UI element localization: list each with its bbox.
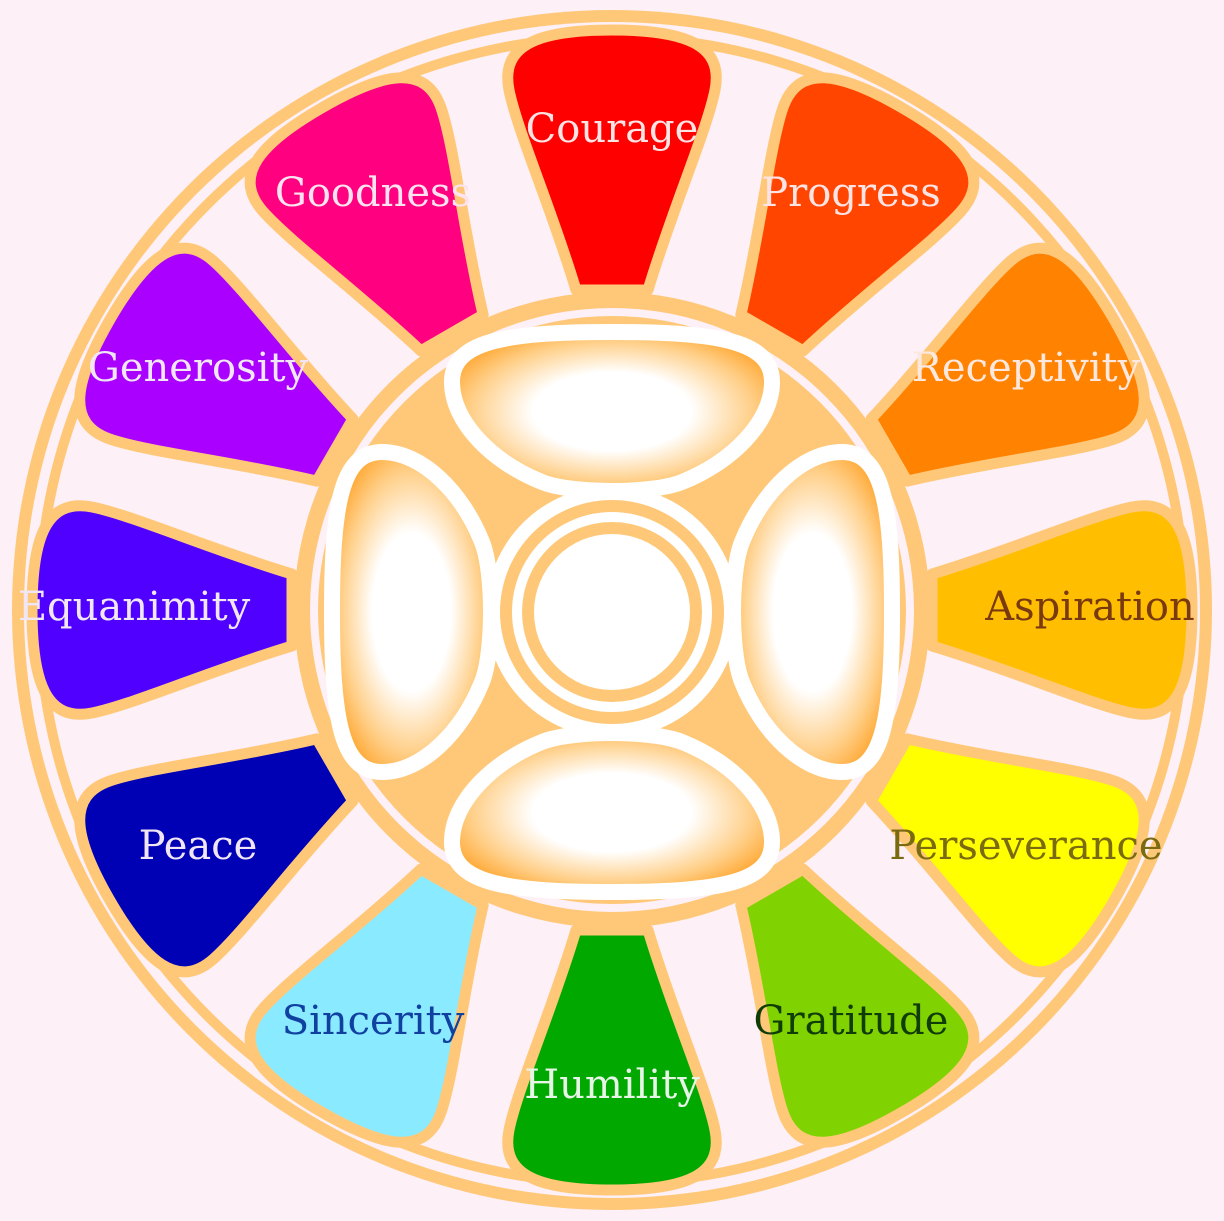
petal-label-humility: Humility [524,1062,700,1108]
petal-shape [865,242,1150,487]
petal-progress [735,72,980,357]
center-circle [534,534,690,690]
petal-label-goodness: Goodness [275,170,471,216]
petal-aspiration [926,500,1198,720]
petal-shape [244,72,489,357]
petal-shape [735,863,980,1148]
petal-goodness [244,72,489,357]
inner-petal-top [444,324,780,499]
petal-label-courage: Courage [526,106,699,152]
petal-perseverance [865,733,1150,978]
inner-petal-left [324,444,499,780]
petal-shape [26,500,298,720]
petal-courage [502,24,722,296]
petal-label-gratitude: Gratitude [754,998,949,1044]
petal-shape [502,924,722,1196]
petal-shape [74,733,359,978]
petal-receptivity [865,242,1150,487]
petal-shape [865,733,1150,978]
petal-shape [735,72,980,357]
petal-label-progress: Progress [761,170,941,216]
petal-label-equanimity: Equanimity [18,584,251,630]
petal-label-sincerity: Sincerity [282,998,465,1044]
petal-peace [74,733,359,978]
petal-shape [74,242,359,487]
petal-shape [926,500,1198,720]
petal-label-aspiration: Aspiration [984,584,1195,630]
inner-petals [324,324,900,900]
inner-petal-right [725,444,900,780]
petal-label-peace: Peace [139,823,258,869]
outer-petals: CourageProgressReceptivityAspirationPers… [18,24,1198,1196]
petal-equanimity [26,500,298,720]
petal-gratitude [735,863,980,1148]
petal-shape [502,24,722,296]
petal-label-perseverance: Perseverance [889,823,1162,869]
petal-generosity [74,242,359,487]
petal-label-generosity: Generosity [88,345,309,391]
inner-petal-bottom [444,725,780,900]
petal-label-receptivity: Receptivity [912,345,1141,391]
petal-sincerity [244,863,489,1148]
petal-humility [502,924,722,1196]
petal-shape [244,863,489,1148]
